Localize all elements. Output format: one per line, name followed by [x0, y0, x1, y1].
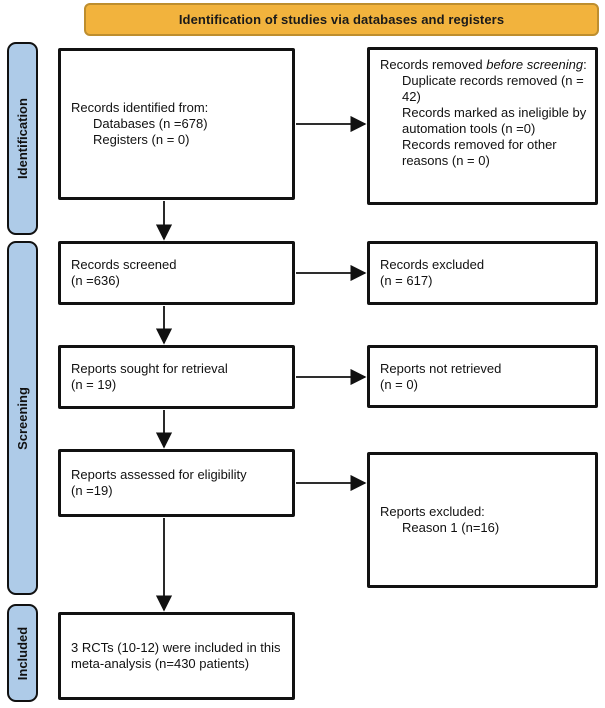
stage-identification: Identification: [7, 42, 38, 235]
box-line: (n =636): [71, 273, 120, 288]
box-included-studies: 3 RCTs (10-12) were included in this met…: [58, 612, 295, 700]
box-records-excluded: Records excluded (n = 617): [367, 241, 598, 305]
stage-screening: Screening: [7, 241, 38, 595]
box-records-screened: Records screened (n =636): [58, 241, 295, 305]
box-line: (n = 0): [380, 376, 418, 392]
banner-title: Identification of studies via databases …: [178, 12, 505, 27]
stage-included-label: Included: [15, 626, 31, 680]
banner: Identification of studies via databases …: [84, 3, 599, 36]
stage-included: Included: [7, 604, 38, 702]
box-line: Reason 1 (n=16): [402, 520, 500, 535]
box-records-identified: Records identified from: Databases (n =6…: [58, 48, 295, 200]
box-line: (n = 19): [71, 377, 117, 392]
box-line: Registers (n = 0): [93, 132, 190, 147]
box-line: Records marked as ineligible by automati…: [402, 105, 587, 136]
box-records-removed: Records removed before screening: Duplic…: [367, 47, 598, 205]
box-reports-excluded: Reports excluded: Reason 1 (n=16): [367, 452, 598, 588]
box-line: Reports not retrieved: [380, 360, 502, 376]
italic-text: before screening: [486, 57, 584, 72]
box-line: Reports assessed for eligibility: [71, 467, 247, 482]
box-line: Records excluded: [380, 257, 485, 272]
box-line: Records removed before screening:: [380, 57, 587, 72]
box-line: Records screened: [71, 257, 177, 272]
box-line: Reports sought for retrieval: [71, 361, 228, 376]
box-line: Records removed for other reasons (n = 0…: [402, 137, 557, 168]
box-line: Records identified from:: [71, 100, 209, 115]
stage-screening-label: Screening: [15, 386, 31, 450]
box-line: Reports excluded:: [380, 504, 485, 519]
box-line: (n = 617): [380, 273, 433, 288]
stage-identification-label: Identification: [15, 98, 31, 179]
box-line: Databases (n =678): [93, 116, 208, 131]
box-line: 3 RCTs (10-12) were included in this met…: [71, 640, 281, 671]
box-reports-not-retrieved: Reports not retrieved (n = 0): [367, 345, 598, 408]
box-line: (n =19): [71, 483, 113, 498]
box-reports-sought: Reports sought for retrieval (n = 19): [58, 345, 295, 409]
box-reports-assessed: Reports assessed for eligibility (n =19): [58, 449, 295, 517]
box-line: Duplicate records removed (n = 42): [402, 73, 584, 104]
